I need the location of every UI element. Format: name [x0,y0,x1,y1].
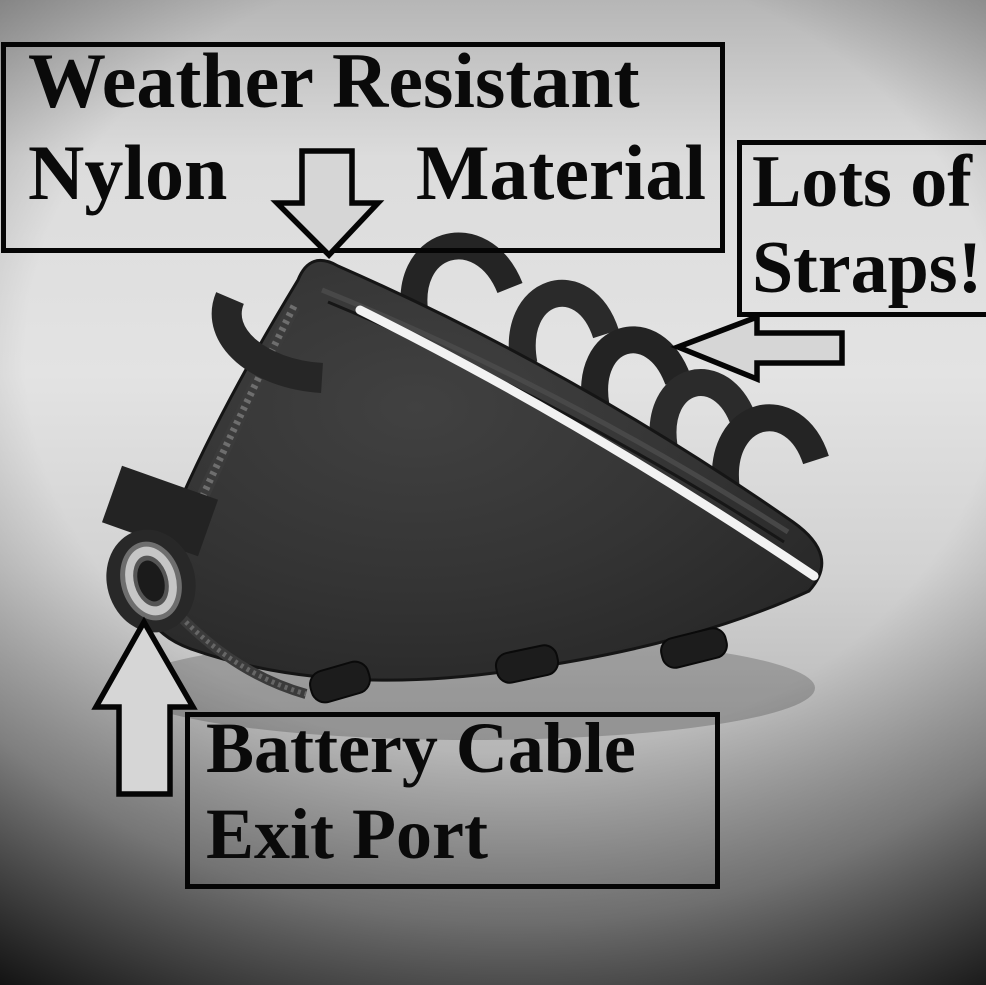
strap-loop [508,279,619,367]
straps-label-line1: Lots of [752,141,972,223]
material-word-nylon: Nylon [28,129,228,216]
bottom-tab [660,627,728,669]
material-label-line1: Weather Resistant [28,37,640,124]
strap-loop [649,369,757,448]
straps-label-rows: Lots of Straps! [752,139,986,311]
port-hole [137,560,165,602]
material-label-box: Weather Resistant Nylon Material [1,37,725,253]
straps-label-box: Lots of Straps! [737,140,986,317]
upper-left-strap [211,292,324,393]
cable-port [106,529,196,633]
strap-loop [581,326,691,409]
cable-port-label-line2: Exit Port [206,794,488,874]
cable-port-label-line1: Battery Cable [206,708,636,788]
lower-left-strap [101,465,219,557]
reflective-stripe [355,305,819,581]
strap-loop [711,404,829,488]
straps-label-line2: Straps! [752,227,983,309]
cable-port-label-box: Battery Cable Exit Port [185,708,720,889]
cable-port-label-rows: Battery Cable Exit Port [206,705,715,877]
top-strap-loops [400,232,829,488]
material-word-material: Material [415,129,706,216]
bottom-tab [309,660,371,704]
bottom-tab [494,644,560,684]
left-straps [101,292,324,557]
material-label-line2: Nylon Material [28,127,706,219]
bottom-tabs [309,627,728,704]
material-label-rows: Weather Resistant Nylon Material [28,35,706,219]
top-piping-highlight [321,287,790,535]
strap-loop [400,232,523,323]
